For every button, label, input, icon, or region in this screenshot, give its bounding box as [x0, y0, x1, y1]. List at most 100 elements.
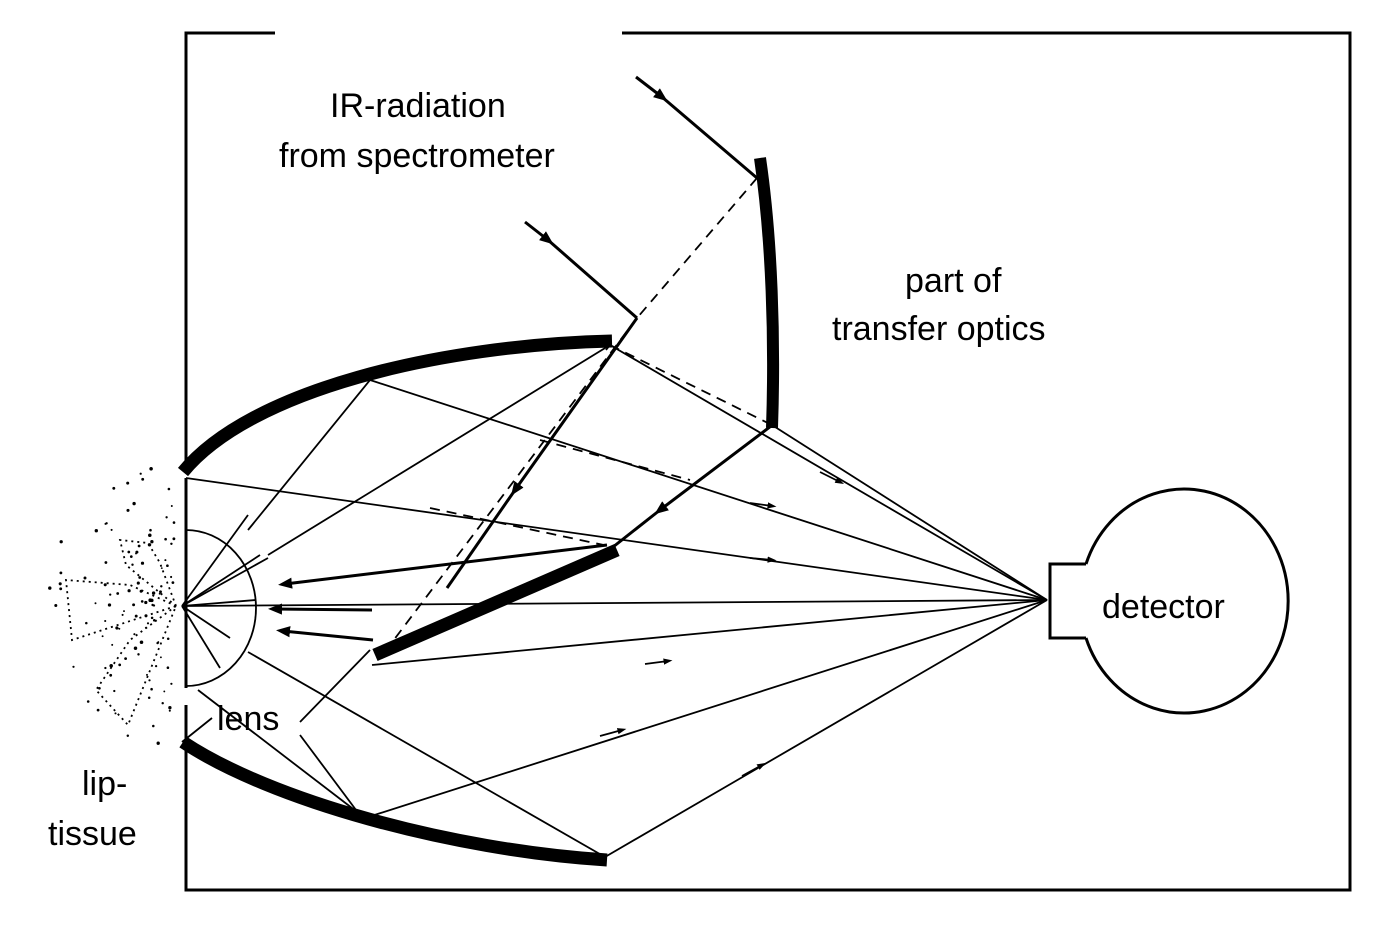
scatter-dot	[72, 665, 75, 668]
scatter-dot	[137, 544, 141, 548]
scatter-dot	[138, 576, 142, 579]
scatter-dot	[170, 575, 173, 579]
scatter-dot	[166, 637, 170, 641]
transfer-optics-label-line2: transfer optics	[832, 310, 1046, 348]
lens-entry-beams	[268, 543, 608, 642]
scatter-dot	[109, 664, 113, 668]
scatter-dot	[151, 603, 154, 607]
hemispherical-lens	[185, 529, 257, 687]
lens-label: lens	[217, 700, 279, 738]
scatter-dot	[126, 508, 130, 512]
scatter-dot	[109, 593, 112, 596]
scatter-dot	[149, 467, 153, 471]
scatter-dot	[168, 709, 171, 712]
scatter-dot	[101, 635, 104, 638]
scatter-dot	[140, 600, 144, 603]
scatter-dot	[111, 643, 114, 646]
scatter-dot	[170, 505, 173, 507]
scatter-dot	[144, 600, 148, 605]
scatter-dot	[148, 533, 152, 537]
scattering-lobes	[64, 538, 177, 727]
scatter-dot	[48, 586, 52, 590]
scatter-dot	[86, 700, 90, 703]
scatter-dot	[167, 487, 171, 491]
scatter-dot	[149, 528, 152, 532]
ir-radiation-label-line2: from spectrometer	[279, 137, 555, 175]
scatter-dot	[85, 621, 88, 625]
scatter-dot	[137, 653, 140, 656]
scatter-dot	[166, 564, 169, 568]
scatter-dot	[172, 537, 176, 541]
scatter-dot	[172, 521, 176, 524]
scatter-dot	[166, 666, 170, 669]
scatter-dot	[110, 528, 113, 531]
scatter-dot	[154, 664, 158, 668]
scatter-dot	[156, 741, 160, 745]
scatter-dot	[150, 540, 154, 544]
scatter-dot	[141, 477, 145, 481]
scatter-dot	[139, 472, 142, 475]
scatter-dot	[98, 686, 101, 690]
scatter-dot	[150, 598, 154, 603]
scatter-dot	[109, 673, 113, 677]
scatter-dot	[59, 540, 63, 544]
scatter-dot	[160, 585, 163, 588]
scatter-dot	[147, 696, 151, 699]
scatter-dot	[105, 522, 108, 525]
tissue-scatter-dots	[48, 467, 176, 745]
scatter-dot	[107, 603, 112, 607]
scatter-dot	[127, 589, 131, 593]
lens-internal-rays	[181, 514, 269, 669]
scatter-dot	[150, 616, 154, 620]
scatter-dot	[103, 583, 107, 587]
scatter-dot	[96, 708, 100, 712]
scatter-dot	[118, 627, 121, 630]
scatter-dot	[112, 486, 116, 490]
transfer-optics-label-line1: part of	[905, 262, 1002, 300]
scatter-dot	[140, 561, 145, 565]
virtual-rays	[389, 177, 773, 646]
ir-radiation-label-line1: IR-radiation	[330, 87, 506, 125]
scatter-dot	[135, 552, 137, 555]
scatter-dot	[133, 646, 138, 651]
scatter-dot	[148, 679, 151, 682]
enclosure-frame	[184, 31, 1352, 892]
detector-label: detector	[1102, 588, 1225, 626]
scatter-dot	[58, 582, 62, 586]
incoming-ir-beams	[445, 75, 776, 589]
scatter-dot	[94, 602, 97, 605]
scatter-dot	[150, 687, 153, 691]
scatter-dot	[158, 592, 161, 595]
lip-tissue-label-line1: lip-	[82, 765, 127, 803]
scatter-dot	[104, 666, 107, 670]
scatter-dot	[59, 571, 63, 575]
scatter-dot	[114, 712, 117, 715]
scatter-dot	[159, 656, 162, 659]
transfer-optics-curved-mirror	[754, 157, 780, 429]
scatter-dot	[104, 619, 107, 623]
scatter-dot	[83, 576, 87, 580]
scatter-dot	[131, 563, 134, 566]
scatter-dot	[164, 559, 167, 562]
scatter-dot	[123, 610, 125, 613]
scatter-dot	[146, 673, 148, 676]
scatter-dot	[136, 581, 140, 585]
lens-leader-lines	[181, 649, 371, 819]
scatter-dot	[152, 724, 155, 728]
scatter-dot	[134, 614, 138, 618]
collected-rays	[185, 344, 1048, 858]
scatter-dot	[59, 587, 63, 591]
scatter-dot	[115, 626, 119, 630]
scatter-dot	[124, 657, 127, 660]
scatter-dot	[151, 591, 156, 595]
scatter-dot	[116, 592, 120, 595]
scatter-dot	[146, 622, 150, 625]
scatter-dot	[161, 702, 164, 705]
scatter-dot	[156, 641, 159, 645]
scatter-dot	[126, 734, 130, 738]
scatter-dot	[139, 640, 144, 645]
scatter-dot	[127, 550, 131, 554]
scatter-dot	[132, 603, 136, 607]
ellipsoidal-mirror	[177, 334, 613, 867]
lip-tissue-label-line2: tissue	[48, 815, 137, 853]
